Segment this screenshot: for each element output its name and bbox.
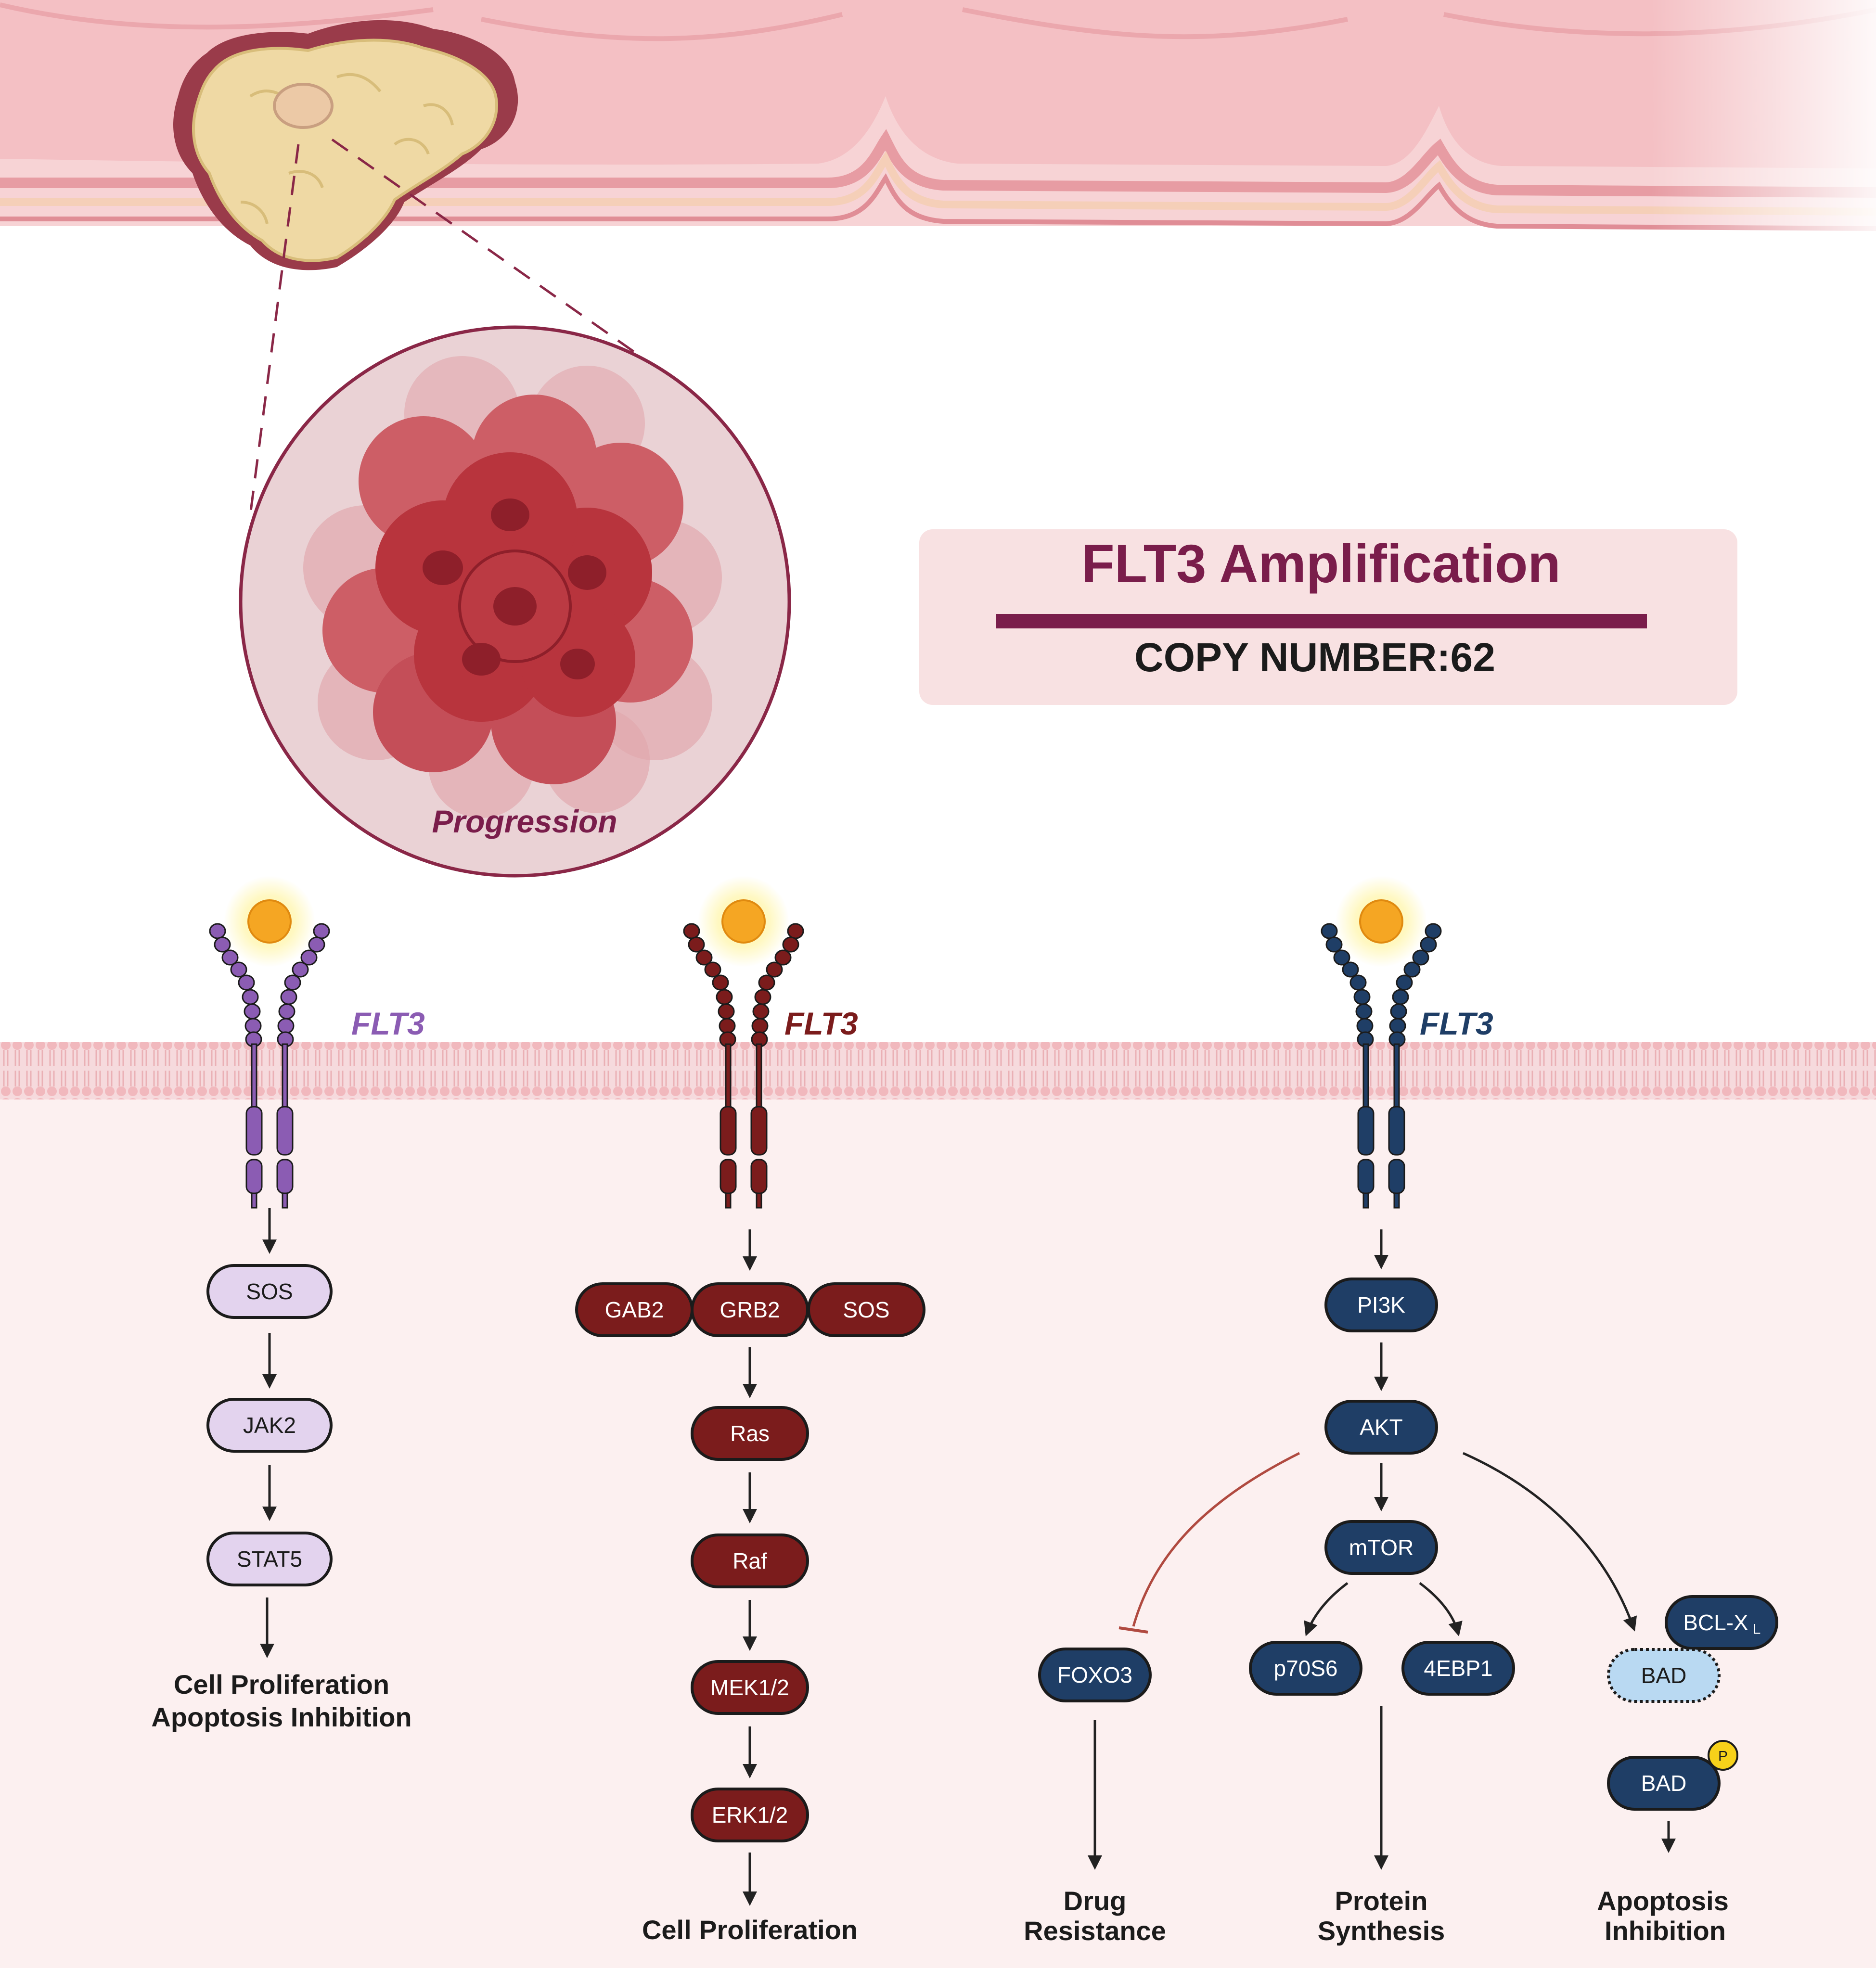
node-mek: MEK1/2 <box>691 1660 809 1715</box>
svg-text:ERK1/2: ERK1/2 <box>712 1802 788 1827</box>
outcome-drug: Drug <box>1064 1886 1127 1916</box>
outcome-synthesis: Synthesis <box>1318 1916 1445 1946</box>
outcome-resistance: Resistance <box>1024 1916 1166 1946</box>
ligand-icon <box>698 876 789 967</box>
node-stat5: STAT5 <box>206 1532 333 1586</box>
ligand-icon <box>1336 876 1427 967</box>
outcome-protein: Protein <box>1335 1886 1428 1916</box>
svg-text:GAB2: GAB2 <box>605 1297 664 1322</box>
pathway-jak-stat: SOS JAK2 STAT5 Cell Proliferation Apopto… <box>151 1208 412 1732</box>
inhibition-line <box>1132 1452 1300 1627</box>
node-4ebp1: 4EBP1 <box>1401 1641 1515 1696</box>
receptor-icon <box>209 923 330 1209</box>
node-raf: Raf <box>691 1534 809 1588</box>
svg-text:GRB2: GRB2 <box>720 1297 780 1322</box>
outcome-cell-proliferation-jak: Cell Proliferation <box>174 1669 389 1700</box>
node-sos-purple: SOS <box>206 1264 333 1319</box>
amplification-header: FLT3 Amplification COPY NUMBER:62 <box>919 529 1737 705</box>
zoom-circle: Progression <box>239 325 791 878</box>
outcome-inhibition: Inhibition <box>1605 1916 1726 1946</box>
svg-text:mTOR: mTOR <box>1349 1535 1414 1560</box>
node-erk: ERK1/2 <box>691 1788 809 1842</box>
node-jak2: JAK2 <box>206 1398 333 1453</box>
outcome-apoptosis-inhibition-jak: Apoptosis Inhibition <box>151 1702 411 1732</box>
receptor-pi3k <box>1321 876 1442 1209</box>
svg-text:SOS: SOS <box>246 1279 293 1304</box>
svg-text:STAT5: STAT5 <box>237 1546 302 1572</box>
receptor-jak <box>209 876 330 1209</box>
node-grb2: GRB2 <box>691 1282 809 1337</box>
node-foxo3: FOXO3 <box>1038 1648 1152 1702</box>
receptors <box>209 876 1442 1209</box>
svg-text:Raf: Raf <box>732 1548 767 1573</box>
header-divider <box>996 614 1647 628</box>
node-akt: AKT <box>1324 1400 1438 1455</box>
svg-text:L: L <box>1753 1622 1761 1637</box>
receptor-ras <box>683 876 804 1209</box>
node-gab2: GAB2 <box>575 1282 694 1337</box>
flt3-label-pi3k: FLT3 <box>1420 1006 1493 1041</box>
membrane-icon <box>0 1042 1876 1099</box>
svg-text:PI3K: PI3K <box>1357 1292 1405 1317</box>
pathway-ras-mapk: GAB2 SOS GRB2 Ras Raf MEK1/2 ERK1/2 <box>575 1229 925 1945</box>
svg-text:BAD: BAD <box>1641 1771 1687 1796</box>
ligand-icon <box>224 876 315 967</box>
node-sos-ras: SOS <box>807 1282 925 1337</box>
phospho-badge: P <box>1708 1740 1738 1771</box>
svg-text:p70S6: p70S6 <box>1273 1656 1337 1681</box>
outcome-cell-proliferation-ras: Cell Proliferation <box>642 1915 858 1945</box>
svg-text:P: P <box>1718 1749 1728 1764</box>
node-bad-unbound: BAD <box>1607 1648 1721 1703</box>
node-bcl-xl: BCL-X L <box>1665 1595 1778 1650</box>
svg-text:JAK2: JAK2 <box>243 1413 296 1438</box>
svg-text:FOXO3: FOXO3 <box>1057 1662 1132 1687</box>
svg-text:Ras: Ras <box>730 1421 770 1446</box>
header-subtitle: COPY NUMBER:62 <box>1134 635 1495 680</box>
tumor-icon <box>173 20 518 270</box>
node-mtor: mTOR <box>1324 1520 1438 1575</box>
svg-text:BCL-X: BCL-X <box>1683 1610 1748 1635</box>
pathway-pi3k-akt: PI3K AKT mTOR FOXO3 p70S6 4EBP1 <box>1024 1229 1778 1946</box>
node-ras: Ras <box>691 1406 809 1461</box>
svg-text:AKT: AKT <box>1360 1415 1402 1440</box>
progression-label: Progression <box>432 804 617 839</box>
node-bad-phospho: BAD <box>1607 1756 1721 1811</box>
svg-text:SOS: SOS <box>843 1297 889 1322</box>
cancer-cell-cluster-icon <box>303 356 722 818</box>
node-p70s6: p70S6 <box>1249 1641 1362 1696</box>
node-pi3k: PI3K <box>1324 1278 1438 1332</box>
flt3-label-ras: FLT3 <box>784 1006 858 1041</box>
flt3-label-jak: FLT3 <box>351 1006 425 1041</box>
outcome-apoptosis: Apoptosis <box>1597 1886 1729 1916</box>
receptor-icon <box>683 923 804 1209</box>
svg-text:4EBP1: 4EBP1 <box>1424 1656 1492 1681</box>
svg-text:MEK1/2: MEK1/2 <box>710 1675 789 1700</box>
receptor-icon <box>1321 923 1442 1209</box>
header-title: FLT3 Amplification <box>1081 534 1561 594</box>
svg-text:BAD: BAD <box>1641 1663 1687 1688</box>
cytoplasm <box>0 1044 1876 1968</box>
